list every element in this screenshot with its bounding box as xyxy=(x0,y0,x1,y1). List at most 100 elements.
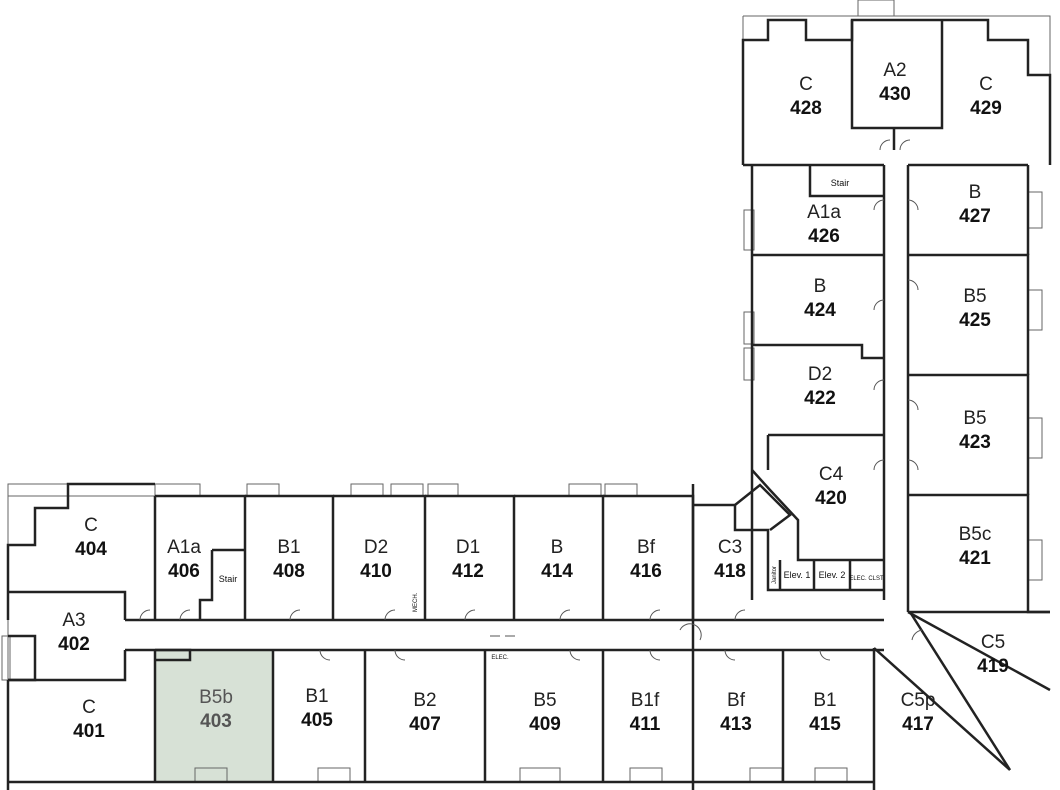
room-type-label: A1a xyxy=(807,202,841,223)
room-type-label: B5 xyxy=(963,408,986,429)
room-type-label: C xyxy=(82,697,96,718)
room-number-label: 425 xyxy=(959,310,991,331)
room-number-label: 405 xyxy=(301,710,333,731)
room-type-label: D1 xyxy=(456,537,480,558)
elevator-1-label: Elev. 1 xyxy=(784,570,811,580)
room-type-label: D2 xyxy=(808,364,832,385)
room-type-label: C5p xyxy=(901,690,936,711)
mech-label: MECH. xyxy=(413,592,419,612)
room-number-label: 420 xyxy=(815,488,847,509)
room-type-label: C5 xyxy=(981,632,1005,653)
room-number-label: 403 xyxy=(200,711,232,732)
room-type-label: C xyxy=(799,74,813,95)
room-type-label: B xyxy=(551,537,564,558)
room-type-label: A3 xyxy=(62,610,85,631)
room-number-label: 402 xyxy=(58,634,90,655)
room-428[interactable]: C 428 xyxy=(790,74,822,119)
room-type-label: A1a xyxy=(167,537,201,558)
room-type-label: B1 xyxy=(813,690,836,711)
room-number-label: 417 xyxy=(902,714,934,735)
room-type-label: B xyxy=(969,182,982,203)
room-401[interactable]: C 401 xyxy=(73,697,105,742)
room-type-label: D2 xyxy=(364,537,388,558)
room-number-label: 427 xyxy=(959,206,991,227)
room-number-label: 407 xyxy=(409,714,441,735)
room-type-label: B5 xyxy=(533,690,556,711)
room-type-label: C xyxy=(979,74,993,95)
room-number-label: 419 xyxy=(977,656,1009,677)
room-type-label: C4 xyxy=(819,464,844,485)
room-type-label: B1 xyxy=(277,537,300,558)
room-number-label: 418 xyxy=(714,561,746,582)
room-427[interactable]: B 427 xyxy=(959,182,991,227)
room-number-label: 426 xyxy=(808,226,840,247)
elec-closet-label: ELEC. CLST. xyxy=(849,576,885,582)
room-number-label: 424 xyxy=(804,300,836,321)
room-number-label: 423 xyxy=(959,432,991,453)
janitor-label: Janitor xyxy=(772,566,778,584)
elevator-2-label: Elev. 2 xyxy=(819,570,846,580)
room-type-label: B2 xyxy=(413,690,436,711)
room-number-label: 406 xyxy=(168,561,200,582)
stair-label-left: Stair xyxy=(219,574,238,584)
room-number-label: 430 xyxy=(879,84,911,105)
walls xyxy=(6,18,1052,790)
room-number-label: 412 xyxy=(452,561,484,582)
room-type-label: B1 xyxy=(305,686,328,707)
room-type-label: B5 xyxy=(963,286,986,307)
highlight-403 xyxy=(155,650,273,782)
room-416[interactable]: Bf 416 xyxy=(630,537,662,582)
room-429[interactable]: C 429 xyxy=(970,74,1002,119)
room-number-label: 409 xyxy=(529,714,561,735)
room-404[interactable]: C 404 xyxy=(75,515,107,560)
room-number-label: 416 xyxy=(630,561,662,582)
door-swings xyxy=(139,139,923,661)
room-424[interactable]: B 424 xyxy=(804,276,836,321)
room-number-label: 408 xyxy=(273,561,305,582)
room-number-label: 429 xyxy=(970,98,1002,119)
room-type-label: Bf xyxy=(637,537,656,558)
room-number-label: 413 xyxy=(720,714,752,735)
room-number-label: 411 xyxy=(630,714,661,735)
room-number-label: 410 xyxy=(360,561,392,582)
room-number-label: 414 xyxy=(541,561,573,582)
room-414[interactable]: B 414 xyxy=(541,537,573,582)
room-type-label: Bf xyxy=(727,690,746,711)
room-number-label: 428 xyxy=(790,98,822,119)
room-type-label: A2 xyxy=(883,60,906,81)
room-type-label: B xyxy=(814,276,827,297)
room-type-label: C3 xyxy=(718,537,742,558)
room-number-label: 401 xyxy=(73,721,105,742)
room-number-label: 404 xyxy=(75,539,107,560)
room-type-label: B5b xyxy=(199,687,233,708)
room-type-label: B1f xyxy=(631,690,660,711)
room-number-label: 421 xyxy=(959,548,991,569)
room-type-label: C xyxy=(84,515,98,536)
room-413[interactable]: Bf 413 xyxy=(720,690,752,735)
room-type-label: B5c xyxy=(959,524,992,545)
elec-label: ELEC. xyxy=(491,655,509,661)
